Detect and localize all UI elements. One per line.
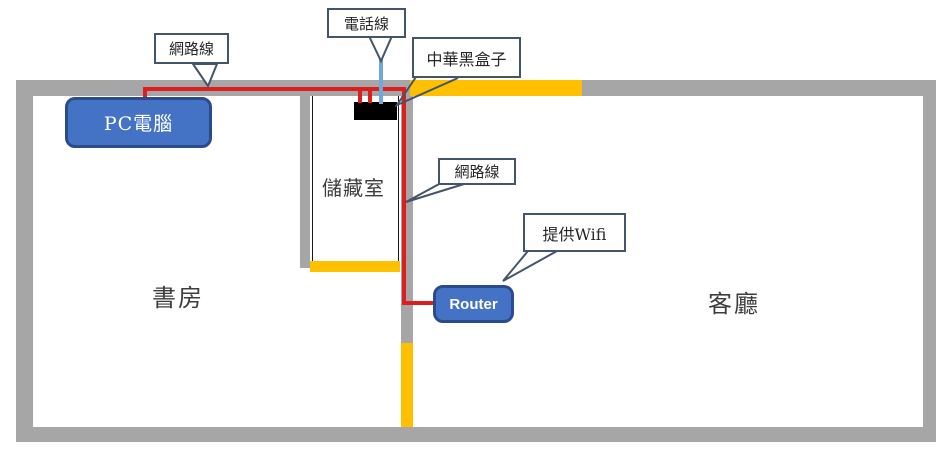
router-node: Router xyxy=(433,285,514,323)
room-living-text: 客廳 xyxy=(708,290,760,318)
callout-black-box: 中華黑盒子 xyxy=(412,37,521,78)
wall-right xyxy=(923,80,936,442)
room-label-study: 書房 xyxy=(152,278,204,313)
door-top-wall xyxy=(410,80,582,96)
callout-network-cable-mid-label: 網路線 xyxy=(454,163,500,181)
wall-left xyxy=(16,80,33,442)
door-storage xyxy=(310,261,400,272)
callout-network-cable-top: 網路線 xyxy=(154,33,229,64)
router-node-label: Router xyxy=(449,295,498,313)
callout-network-cable-mid: 網路線 xyxy=(438,158,516,185)
black-box xyxy=(354,102,397,120)
callout-phone-line-label: 電話線 xyxy=(343,14,389,33)
callout-provides-wifi-label: 提供Wifi xyxy=(542,224,607,244)
pc-node: PC電腦 xyxy=(65,97,212,148)
callout-phone-line: 電話線 xyxy=(327,8,406,38)
callout-black-box-label: 中華黑盒子 xyxy=(426,49,507,69)
door-middle-wall xyxy=(401,343,413,427)
wall-bottom xyxy=(16,427,936,442)
callout-provides-wifi: 提供Wifi xyxy=(523,213,626,252)
room-study-text: 書房 xyxy=(152,284,204,312)
callout-tail-phone xyxy=(367,35,394,64)
room-storage-text: 儲藏室 xyxy=(322,176,385,200)
room-label-storage: 儲藏室 xyxy=(322,172,385,201)
callout-tail-network-mid xyxy=(405,182,465,203)
callout-network-cable-top-label: 網路線 xyxy=(168,40,214,58)
room-label-living: 客廳 xyxy=(708,284,760,319)
wall-middle xyxy=(401,96,413,343)
storage-left-wall xyxy=(300,88,310,268)
callout-tail-wifi xyxy=(502,250,558,282)
pc-node-label: PC電腦 xyxy=(103,113,174,135)
